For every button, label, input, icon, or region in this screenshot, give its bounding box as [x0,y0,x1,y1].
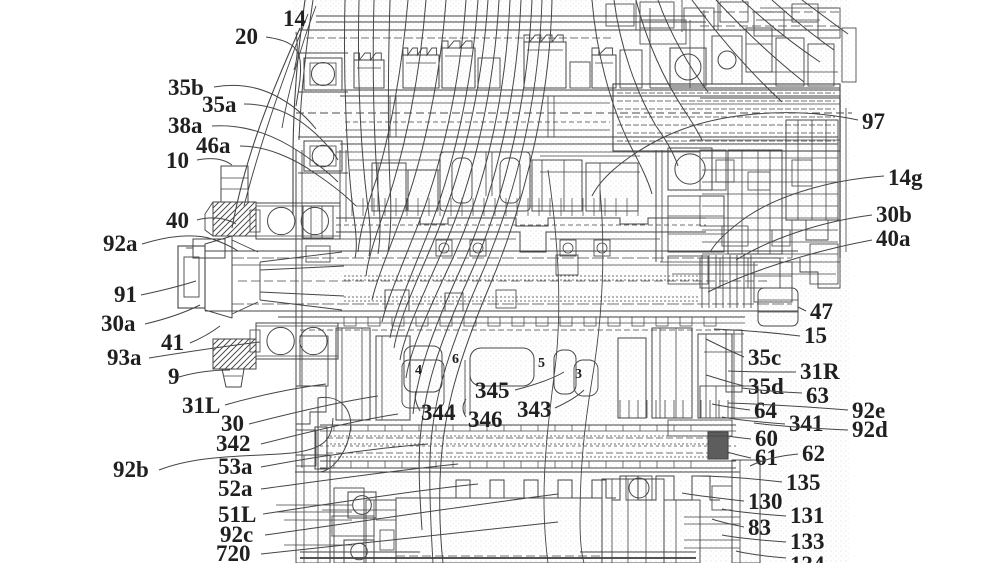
svg-text:92c: 92c [220,522,253,547]
svg-text:134: 134 [790,552,825,563]
svg-text:720: 720 [216,541,251,563]
svg-text:64: 64 [754,398,778,423]
svg-text:40: 40 [166,208,189,233]
svg-text:47: 47 [810,299,833,324]
svg-text:30a: 30a [101,311,136,336]
svg-text:51L: 51L [218,502,256,527]
svg-text:46a: 46a [196,133,231,158]
svg-text:4: 4 [415,363,422,378]
svg-text:35c: 35c [748,345,781,370]
svg-text:40a: 40a [876,226,911,251]
svg-text:61: 61 [755,445,778,470]
svg-text:341: 341 [789,411,824,436]
svg-text:83: 83 [748,515,771,540]
svg-text:31L: 31L [182,393,220,418]
svg-text:14g: 14g [888,165,923,190]
svg-text:35a: 35a [202,92,237,117]
svg-text:91: 91 [114,282,137,307]
svg-text:3: 3 [575,367,582,382]
svg-text:30: 30 [221,411,244,436]
svg-text:60: 60 [755,426,778,451]
svg-text:92a: 92a [103,231,138,256]
svg-text:38a: 38a [168,113,203,138]
svg-text:20: 20 [235,24,258,49]
svg-text:5: 5 [538,356,545,371]
svg-text:345: 345 [475,378,510,403]
svg-text:63: 63 [806,383,829,408]
svg-text:130: 130 [748,489,783,514]
svg-text:135: 135 [786,470,821,495]
svg-text:52a: 52a [218,476,253,501]
svg-text:131: 131 [790,503,825,528]
svg-text:15: 15 [804,323,827,348]
svg-text:10: 10 [166,148,189,173]
svg-text:30b: 30b [876,202,912,227]
svg-text:343: 343 [517,397,552,422]
svg-text:92b: 92b [113,457,149,482]
svg-text:62: 62 [802,441,825,466]
svg-text:35d: 35d [748,374,784,399]
svg-text:93a: 93a [107,345,142,370]
svg-text:53a: 53a [218,454,253,479]
svg-text:9: 9 [168,364,180,389]
svg-text:344: 344 [421,400,456,425]
svg-text:92d: 92d [852,417,888,442]
svg-text:133: 133 [790,529,825,554]
svg-text:41: 41 [161,330,184,355]
svg-text:97: 97 [862,109,885,134]
svg-text:92e: 92e [852,398,885,423]
svg-text:35b: 35b [168,75,204,100]
svg-text:346: 346 [468,407,503,432]
svg-text:6: 6 [452,352,459,367]
svg-text:14: 14 [283,6,307,31]
svg-text:31R: 31R [800,359,840,384]
svg-text:342: 342 [216,431,251,456]
